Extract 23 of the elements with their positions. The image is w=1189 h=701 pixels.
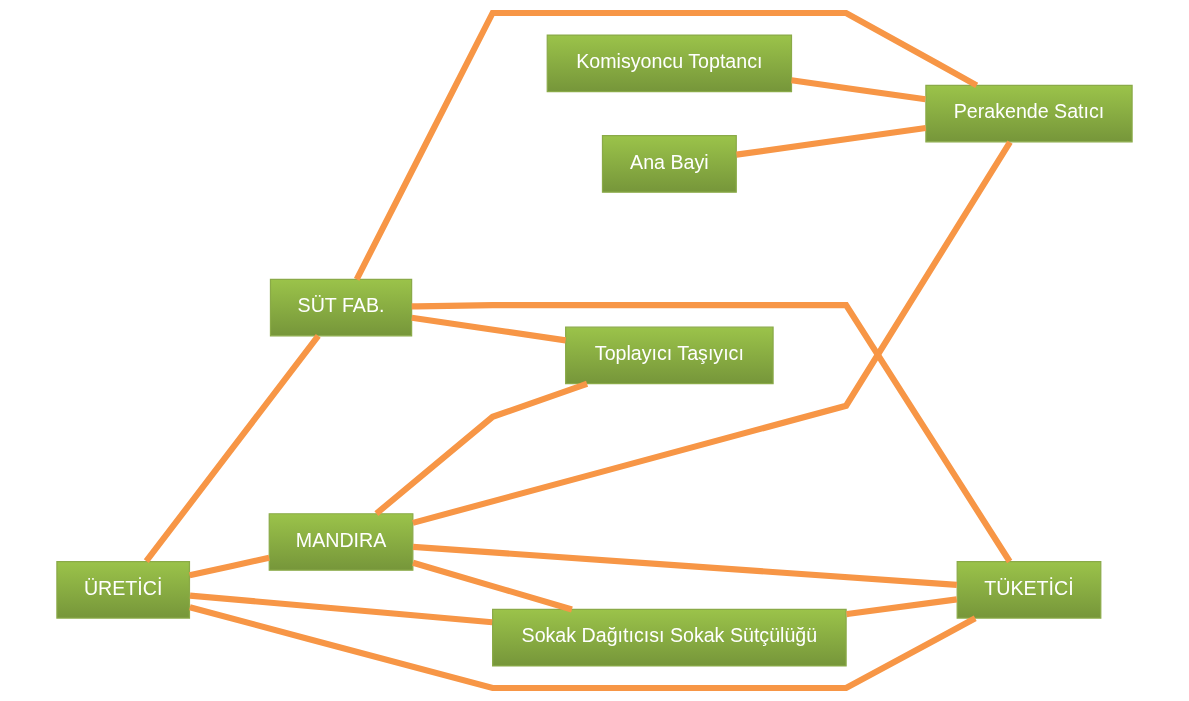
node-box: Perakende Satıcı	[925, 84, 1133, 143]
connector	[791, 77, 926, 103]
connector	[411, 314, 567, 344]
node-box: MANDIRA	[268, 513, 414, 571]
connector	[189, 592, 493, 626]
node-box: TÜKETİCİ	[956, 561, 1102, 619]
connector	[374, 380, 589, 516]
node-box: Sokak Dağıtıcısı Sokak Sütçülüğü	[492, 608, 847, 667]
node-box: Komisyoncu Toptancı	[546, 34, 793, 93]
connector	[846, 596, 958, 618]
connector	[353, 9, 979, 281]
node-box: SÜT FAB.	[269, 278, 413, 337]
connector	[412, 543, 958, 588]
connector	[736, 124, 927, 158]
connector	[189, 604, 977, 692]
node-box: ÜRETİCİ	[56, 561, 191, 619]
connector	[143, 333, 321, 564]
connector	[188, 554, 270, 579]
connector	[412, 559, 573, 613]
connector	[411, 302, 1013, 564]
node-box: Toplayıcı Taşıyıcı	[565, 326, 774, 385]
connector	[412, 140, 1013, 526]
node-box: Ana Bayi	[601, 135, 737, 193]
